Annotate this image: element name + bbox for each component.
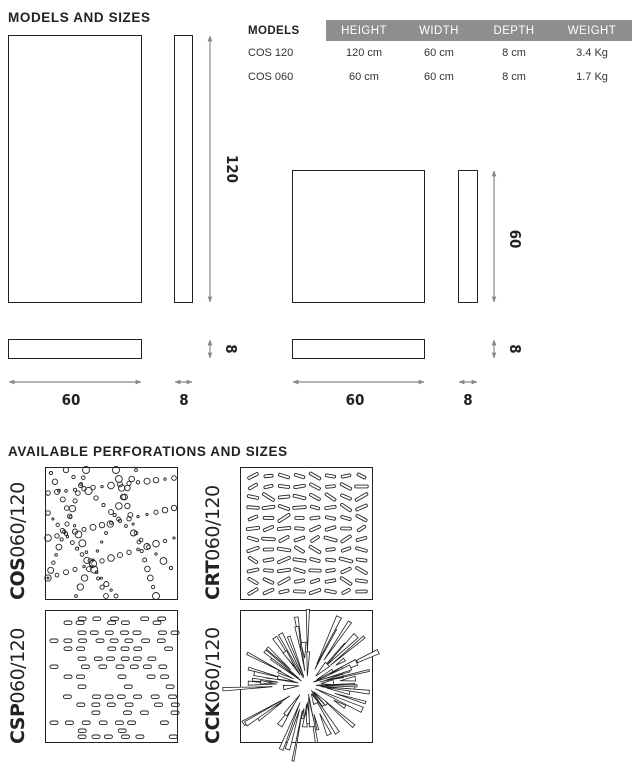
cell-width: 60 cm (424, 71, 454, 83)
perforation-code: CCK (202, 702, 224, 744)
large-panel-side (174, 35, 193, 303)
large-panel-front (8, 35, 142, 303)
specs-table: MODELS HEIGHT WIDTH DEPTH WEIGHT COS 120… (244, 20, 632, 89)
perforation-code: COS (7, 557, 29, 600)
crack-burst-pattern-icon (222, 608, 380, 762)
cell-height: 120 cm (345, 47, 383, 59)
perforation-sizes: 060/120 (202, 485, 224, 561)
small-panel-side (458, 170, 478, 303)
slanted-slot-pattern-icon (245, 471, 369, 596)
large-depth-h-label: 8 (179, 391, 189, 409)
cell-weight: 3.4 Kg (576, 47, 608, 59)
large-height-label: 120 (223, 154, 241, 184)
dimension-arrows (8, 35, 497, 385)
perforation-box-cck (222, 608, 380, 762)
small-depth-h-label: 8 (463, 391, 473, 409)
perforation-sizes: 060/120 (202, 627, 224, 703)
perforation-label-crt: CRT060/120 (202, 485, 224, 600)
cell-model: COS 120 (248, 47, 294, 59)
header-models: MODELS (244, 20, 326, 41)
cell-depth: 8 cm (502, 71, 526, 83)
cell-depth: 8 cm (502, 47, 526, 59)
table-row: COS 120 120 cm 60 cm 8 cm 3.4 Kg (244, 41, 632, 65)
perforation-label-csp: CSP060/120 (7, 628, 29, 744)
perforation-box-csp (45, 610, 180, 743)
header-weight: WEIGHT (552, 20, 632, 41)
header-width: WIDTH (402, 20, 476, 41)
perforations-title: AVAILABLE PERFORATIONS AND SIZES (8, 444, 288, 459)
models-title: MODELS AND SIZES (8, 10, 151, 25)
large-width-label: 60 (61, 391, 81, 409)
perforation-label-cos: COS060/120 (7, 482, 29, 600)
cell-model: COS 060 (248, 71, 294, 83)
table-header-row: MODELS HEIGHT WIDTH DEPTH WEIGHT (244, 20, 632, 41)
perforation-label-cck: CCK060/120 (202, 627, 224, 744)
small-panel-top (292, 339, 425, 359)
circle-web-pattern-icon (44, 466, 178, 600)
cell-height: 60 cm (349, 71, 379, 83)
table-row: COS 060 60 cm 60 cm 8 cm 1.7 Kg (244, 65, 632, 89)
header-depth: DEPTH (476, 20, 552, 41)
large-panel-top (8, 339, 142, 359)
small-height-label: 60 (506, 229, 524, 249)
small-panel-front (292, 170, 425, 303)
oval-slot-wave-pattern-icon (49, 616, 180, 739)
perforation-box-cos (44, 466, 178, 600)
cell-weight: 1.7 Kg (576, 71, 608, 83)
perforation-code: CRT (202, 560, 224, 600)
large-depth-label: 8 (222, 344, 240, 354)
small-depth-label: 8 (506, 344, 524, 354)
cell-width: 60 cm (424, 47, 454, 59)
perforation-code: CSP (7, 703, 29, 744)
perforation-sizes: 060/120 (7, 482, 29, 558)
small-width-label: 60 (345, 391, 365, 409)
perforation-box-crt (240, 467, 373, 600)
header-height: HEIGHT (326, 20, 402, 41)
perforation-sizes: 060/120 (7, 628, 29, 704)
